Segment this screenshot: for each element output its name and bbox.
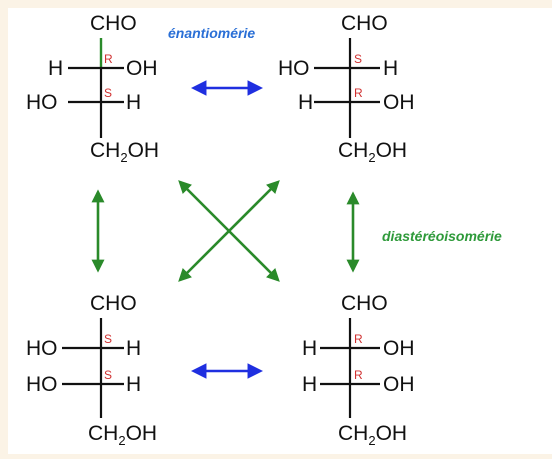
config-label: S — [104, 332, 112, 346]
molecule-top-left: CHO H OH R HO H S CH2OH — [26, 12, 159, 165]
substituent-left: H — [302, 337, 317, 360]
molecule-bottom-right: CHO H OH R H OH R CH2OH — [302, 292, 415, 448]
enantiomerie-label: énantiomérie — [168, 25, 255, 41]
substituent-right: H — [126, 337, 141, 360]
substituent-left: HO — [26, 373, 58, 396]
substituent-left: H — [298, 91, 313, 114]
cho-group: CHO — [90, 292, 137, 315]
substituent-left: H — [48, 57, 63, 80]
config-label: R — [104, 52, 113, 66]
substituent-left: HO — [26, 337, 58, 360]
substituent-right: OH — [383, 337, 415, 360]
ch2oh-group: CH2OH — [88, 422, 157, 448]
diastereoisomerie-label: diastéréoisomérie — [382, 228, 502, 244]
config-label: S — [104, 368, 112, 382]
molecule-top-right: CHO HO H S H OH R CH2OH — [278, 12, 415, 165]
ch2oh-group: CH2OH — [338, 139, 407, 165]
substituent-right: OH — [383, 373, 415, 396]
diastereomer-arrow-diagonal-b — [178, 180, 280, 282]
diagram-panel: CHO H OH R HO H S CH2OH CHO HO H S H OH … — [8, 8, 552, 454]
ch2oh-group: CH2OH — [90, 139, 159, 165]
config-label: R — [354, 86, 363, 100]
substituent-right: H — [126, 373, 141, 396]
substituent-left: H — [302, 373, 317, 396]
cho-group: CHO — [341, 12, 388, 35]
config-label: R — [354, 368, 363, 382]
config-label: S — [104, 86, 112, 100]
cho-group: CHO — [90, 12, 137, 35]
config-label: S — [354, 52, 362, 66]
substituent-right: OH — [126, 57, 158, 80]
ch2oh-group: CH2OH — [338, 422, 407, 448]
cho-group: CHO — [341, 292, 388, 315]
substituent-left: HO — [278, 57, 310, 80]
substituent-left: HO — [26, 91, 58, 114]
substituent-right: OH — [383, 91, 415, 114]
substituent-right: H — [126, 91, 141, 114]
molecule-bottom-left: CHO HO H S HO H S CH2OH — [26, 292, 157, 448]
substituent-right: H — [383, 57, 398, 80]
stereoisomer-diagram: CHO H OH R HO H S CH2OH CHO HO H S H OH … — [26, 12, 502, 448]
config-label: R — [354, 332, 363, 346]
